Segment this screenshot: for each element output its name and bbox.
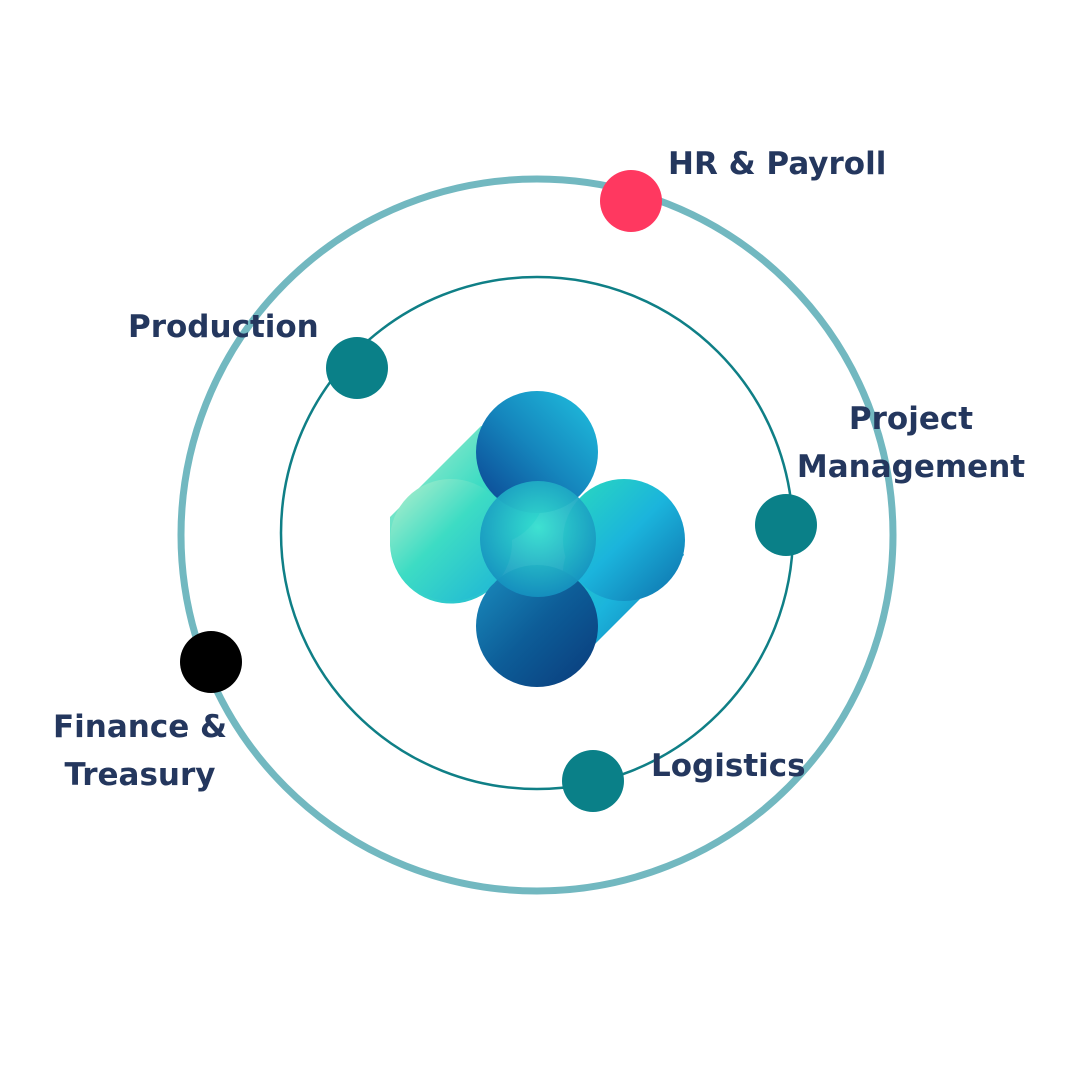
project-management-label-line2: Management (796, 449, 1026, 485)
finance-treasury-node (180, 631, 242, 693)
logistics-label: Logistics (651, 748, 806, 784)
production-label: Production (128, 309, 319, 345)
logo-bottom-circle (476, 565, 598, 687)
project-management-node (755, 494, 817, 556)
finance-treasury-label-line2: Treasury (64, 757, 216, 793)
outer-orbit-ring (177, 175, 897, 895)
hr-payroll-node (600, 170, 662, 232)
logistics-node (562, 750, 624, 812)
logo-top-circle (476, 391, 598, 513)
finance-treasury-label-line1: Finance & (52, 709, 228, 745)
project-management-label: Project Management (795, 395, 1027, 491)
project-management-label-line1: Project (848, 401, 974, 437)
hr-payroll-label: HR & Payroll (668, 146, 887, 182)
central-platform-logo-icon (390, 391, 685, 687)
logo-center-circle (480, 481, 596, 597)
production-node (326, 337, 388, 399)
finance-treasury-label: Finance & Treasury (48, 703, 232, 799)
logo-right-circle (563, 479, 685, 601)
logo-left-circle (390, 479, 512, 601)
